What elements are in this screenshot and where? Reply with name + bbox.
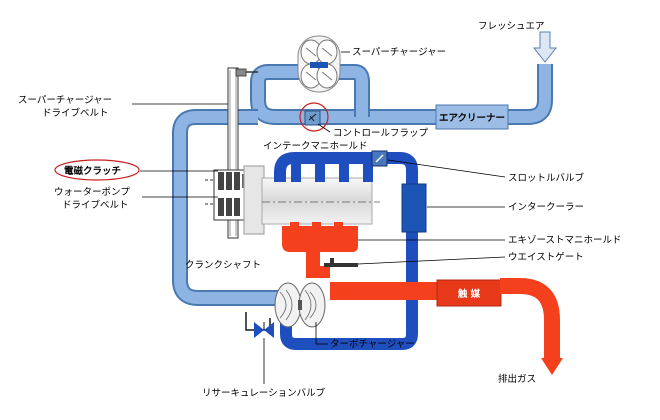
control-flap — [299, 102, 329, 132]
exhaust-manifold — [282, 222, 440, 300]
supercharger-label: スーパーチャージャー — [352, 47, 446, 58]
wastegate-leader — [357, 256, 506, 265]
fresh-air-arrow — [532, 31, 558, 63]
control-flap-highlight-circle — [299, 102, 329, 132]
air-cleaner: エアクリーナー — [435, 104, 509, 130]
turbocharger — [274, 282, 326, 328]
magnetic-clutch-highlight-circle — [54, 159, 140, 181]
supercharger-belt-label-line1: スーパーチャージャー — [18, 95, 112, 106]
wastegate — [324, 258, 358, 267]
throttle-valve-leader — [387, 159, 506, 178]
water-pump-belt-label-line1: ウォーターポンプ — [54, 187, 130, 198]
fresh-air-label: フレッシュエア — [478, 21, 545, 32]
wastegate-label: ウエイストゲート — [508, 251, 584, 263]
intake-manifold-dark — [274, 152, 418, 350]
control-flap-leader — [317, 123, 331, 133]
supercharger — [297, 35, 341, 93]
recirculation-valve-label: リサーキュレーションバルブ — [202, 387, 326, 399]
water-pump-belt-label-line2: ドライブベルト — [62, 199, 129, 211]
turbocharger-label: ターボチャージャー — [330, 339, 415, 350]
air-cleaner-label: エアクリーナー — [439, 113, 505, 124]
intercooler-label: インタークーラー — [508, 202, 584, 213]
exhaust-manifold-label: エキゾーストマニホールド — [508, 235, 622, 246]
catalyst: 触 媒 — [436, 279, 502, 307]
catalyst-label: 触 媒 — [457, 288, 481, 300]
engine-block: クランクシャフト — [185, 165, 380, 271]
throttle-valve — [371, 150, 388, 167]
supercharger-belt-label-line2: ドライブベルト — [42, 107, 109, 119]
exhaust-gas-label: 排出ガス — [498, 373, 536, 385]
crankshaft-label: クランクシャフト — [185, 260, 261, 271]
exhaust-outlet — [500, 278, 563, 375]
intercooler — [401, 183, 427, 233]
control-flap-label: コントロールフラップ — [333, 128, 429, 139]
intake-pipe-light — [172, 64, 553, 306]
throttle-valve-label: スロットルバルブ — [508, 172, 585, 184]
recirculation-valve — [245, 312, 274, 338]
magnetic-clutch-label: 電磁クラッチ — [64, 165, 121, 177]
intake-manifold-label: インテークマニホールド — [263, 141, 368, 152]
